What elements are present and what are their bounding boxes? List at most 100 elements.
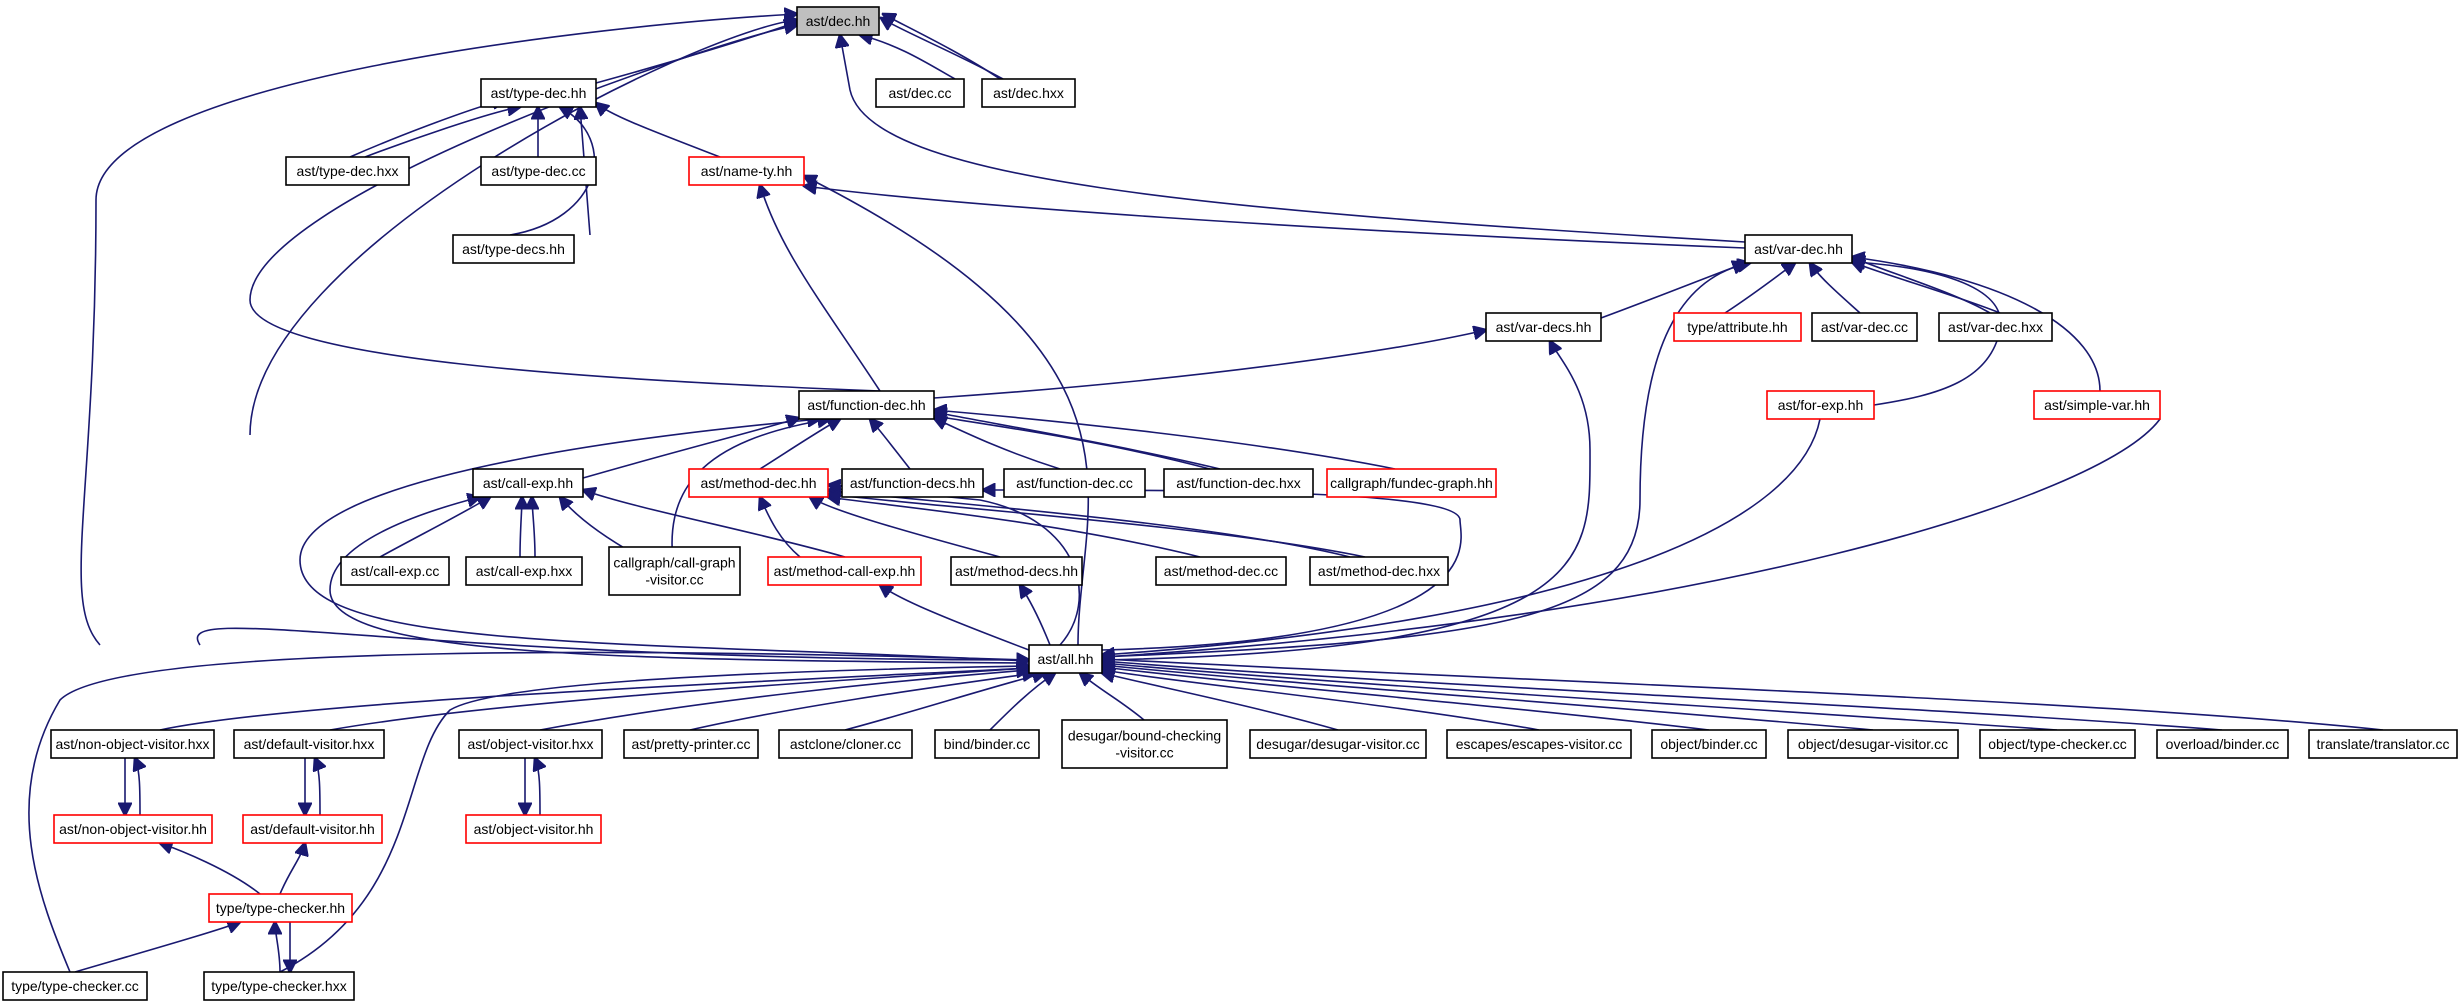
node-desugar-visitor-cc[interactable]: desugar/desugar-visitor.cc (1249, 729, 1427, 759)
node-method-dec-hxx[interactable]: ast/method-dec.hxx (1309, 556, 1449, 586)
node-label: ast/method-decs.hh (955, 563, 1078, 579)
include-edge-33 (934, 410, 1396, 470)
node-label: ast/var-dec.hxx (1948, 319, 2043, 335)
node-object-type-checker-cc[interactable]: object/type-checker.cc (1979, 729, 2136, 759)
node-function-dec-hh[interactable]: ast/function-dec.hh (798, 390, 935, 420)
node-method-dec-hh[interactable]: ast/method-dec.hh (688, 468, 829, 498)
node-call-graph-visitor-cc[interactable]: callgraph/call-graph-visitor.cc (608, 546, 741, 596)
node-var-dec-cc[interactable]: ast/var-dec.cc (1811, 312, 1918, 342)
include-edge-31 (934, 416, 1211, 470)
node-bound-checking-visitor-cc[interactable]: desugar/bound-checking-visitor.cc (1061, 719, 1228, 769)
node-object-visitor-hxx[interactable]: ast/object-visitor.hxx (458, 729, 603, 759)
node-object-visitor-hh[interactable]: ast/object-visitor.hh (465, 814, 602, 844)
node-non-object-visitor-hh[interactable]: ast/non-object-visitor.hh (53, 814, 213, 844)
node-var-dec-hxx[interactable]: ast/var-dec.hxx (1938, 312, 2053, 342)
node-object-desugar-visitor-cc[interactable]: object/desugar-visitor.cc (1787, 729, 1959, 759)
node-box (2156, 729, 2289, 759)
node-label: ast/var-dec.hh (1754, 241, 1843, 257)
node-dec-hh[interactable]: ast/dec.hh (796, 6, 880, 36)
node-dec-hxx[interactable]: ast/dec.hxx (981, 78, 1076, 108)
node-escapes-visitor-cc[interactable]: escapes/escapes-visitor.cc (1446, 729, 1632, 759)
node-type-checker-cc[interactable]: type/type-checker.cc (2, 971, 148, 1001)
node-name-ty-hh[interactable]: ast/name-ty.hh (688, 156, 805, 186)
include-edge-52 (329, 668, 1029, 731)
node-label: ast/call-exp.hxx (476, 563, 572, 579)
node-label: -visitor.cc (645, 572, 703, 588)
include-edge-77 (279, 843, 305, 895)
node-method-decs-hh[interactable]: ast/method-decs.hh (950, 556, 1083, 586)
node-all-hh[interactable]: ast/all.hh (1028, 644, 1103, 674)
node-box (1155, 556, 1287, 586)
node-label: ast/var-dec.cc (1821, 319, 1908, 335)
node-box (2033, 390, 2161, 420)
node-simple-var-hh[interactable]: ast/simple-var.hh (2033, 390, 2161, 420)
node-pretty-printer-cc[interactable]: ast/pretty-printer.cc (623, 729, 759, 759)
node-box (50, 729, 215, 759)
node-label: ast/for-exp.hh (1778, 397, 1864, 413)
node-type-checker-hxx[interactable]: type/type-checker.hxx (203, 971, 355, 1001)
node-box (242, 814, 383, 844)
node-var-dec-hh[interactable]: ast/var-dec.hh (1744, 234, 1853, 264)
node-call-exp-hh[interactable]: ast/call-exp.hh (472, 468, 584, 498)
node-var-decs-hh[interactable]: ast/var-decs.hh (1485, 312, 1602, 342)
include-edge-49 (1020, 585, 1051, 646)
include-edge-56 (989, 673, 1055, 731)
node-box (1003, 468, 1146, 498)
node-label: ast/method-dec.hxx (1318, 563, 1440, 579)
node-label: escapes/escapes-visitor.cc (1456, 736, 1623, 752)
node-function-dec-hxx[interactable]: ast/function-dec.hxx (1163, 468, 1314, 498)
node-box (688, 156, 805, 186)
node-cloner-cc[interactable]: astclone/cloner.cc (778, 729, 913, 759)
node-box (1249, 729, 1427, 759)
include-edge-60 (1102, 667, 1710, 731)
include-edge-54 (689, 673, 1035, 731)
node-function-decs-hh[interactable]: ast/function-decs.hh (841, 468, 984, 498)
node-box (1979, 729, 2136, 759)
node-function-dec-cc[interactable]: ast/function-dec.cc (1003, 468, 1146, 498)
node-non-object-visitor-hxx[interactable]: ast/non-object-visitor.hxx (50, 729, 215, 759)
node-type-dec-cc[interactable]: ast/type-dec.cc (480, 156, 597, 186)
node-box (841, 468, 984, 498)
include-edge-9 (364, 107, 520, 158)
node-method-call-exp-hh[interactable]: ast/method-call-exp.hh (767, 556, 922, 586)
node-box (1651, 729, 1767, 759)
node-box (1309, 556, 1449, 586)
node-for-exp-hh[interactable]: ast/for-exp.hh (1766, 390, 1875, 420)
node-box (285, 156, 410, 186)
node-label: ast/method-call-exp.hh (774, 563, 916, 579)
node-overload-binder-cc[interactable]: overload/binder.cc (2156, 729, 2289, 759)
node-default-visitor-hxx[interactable]: ast/default-visitor.hxx (233, 729, 385, 759)
include-edge-25 (1101, 341, 1591, 661)
node-method-dec-cc[interactable]: ast/method-dec.cc (1155, 556, 1287, 586)
node-call-exp-cc[interactable]: ast/call-exp.cc (340, 556, 450, 586)
include-edge-63 (1102, 661, 2223, 731)
include-edge-23 (1852, 257, 2101, 392)
node-type-dec-hxx[interactable]: ast/type-dec.hxx (285, 156, 410, 186)
node-translator-cc[interactable]: translate/translator.cc (2308, 729, 2458, 759)
node-type-decs-hh[interactable]: ast/type-decs.hh (452, 234, 575, 264)
node-type-dec-hh[interactable]: ast/type-dec.hh (480, 78, 597, 108)
node-dec-cc[interactable]: ast/dec.cc (875, 78, 965, 108)
node-label: ast/function-dec.hh (807, 397, 925, 413)
node-object-binder-cc[interactable]: object/binder.cc (1651, 729, 1767, 759)
include-edge-4 (80, 14, 797, 646)
include-edge-68 (279, 666, 1029, 973)
node-box (472, 468, 584, 498)
include-edge-42 (760, 497, 801, 558)
include-edge-64 (1102, 659, 2384, 731)
node-fundec-graph-hh[interactable]: callgraph/fundec-graph.hh (1326, 468, 1497, 498)
include-edge-70 (135, 758, 140, 816)
node-box (465, 814, 602, 844)
node-attribute-hh[interactable]: type/attribute.hh (1673, 312, 1802, 342)
node-label: ast/object-visitor.hxx (467, 736, 593, 752)
node-type-checker-hh[interactable]: type/type-checker.hh (208, 893, 353, 923)
include-edge-65 (1102, 418, 2161, 657)
node-box (1163, 468, 1314, 498)
include-edge-19 (1810, 263, 1861, 314)
node-call-exp-hxx[interactable]: ast/call-exp.hxx (465, 556, 583, 586)
node-bind-binder-cc[interactable]: bind/binder.cc (934, 729, 1040, 759)
node-label: ast/call-exp.hh (483, 475, 573, 491)
include-edge-24 (1101, 263, 1750, 658)
node-default-visitor-hh[interactable]: ast/default-visitor.hh (242, 814, 383, 844)
node-label: ast/type-dec.cc (491, 163, 585, 179)
